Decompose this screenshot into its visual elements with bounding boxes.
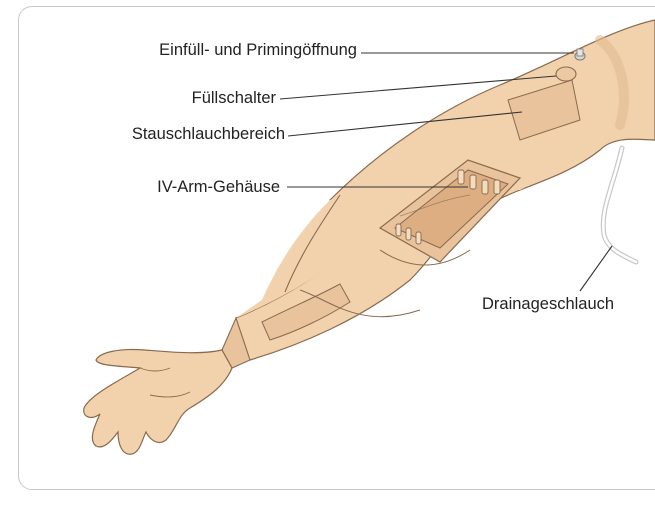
label-priming-port: Einfüll- und Primingöffnung [159,40,357,60]
label-iv-arm-housing: IV-Arm-Gehäuse [157,177,280,197]
label-drainage-tube: Drainageschlauch [482,294,614,314]
fill-switch [556,67,576,81]
hand [84,349,232,454]
label-tourniquet-area: Stauschlauchbereich [132,124,285,144]
leader-drainage-tube [580,246,612,291]
label-fill-switch: Füllschalter [192,88,276,108]
